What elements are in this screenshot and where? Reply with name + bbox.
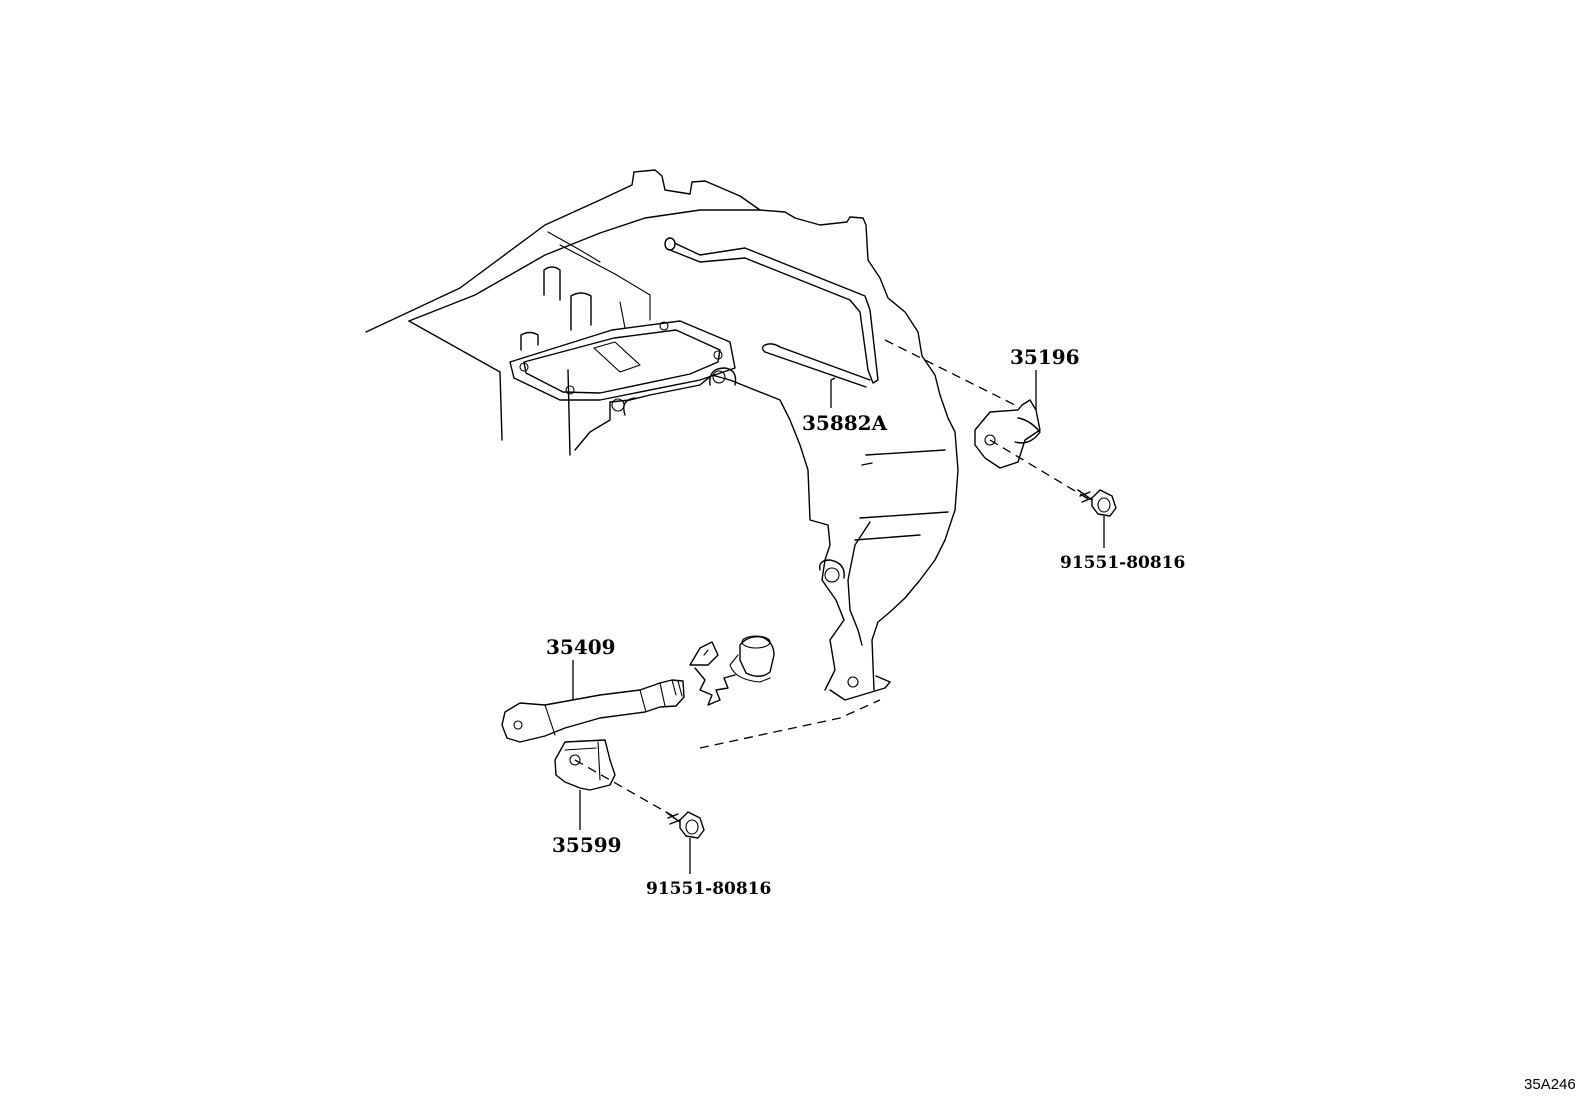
label-35196: 35196: [1010, 345, 1080, 369]
label-bolt-upper: 91551-80816: [1060, 553, 1185, 573]
leader-lines: [572, 370, 1105, 874]
bolt-lower: [665, 811, 705, 839]
release-fork: [501, 679, 685, 743]
label-35599: 35599: [552, 833, 622, 857]
hose-clip: [884, 339, 1091, 501]
release-bearing: [689, 635, 775, 706]
label-35409: 35409: [546, 635, 616, 659]
label-35882A: 35882A: [802, 411, 888, 435]
figure-id: 35A246: [1524, 1076, 1576, 1093]
bolt-upper: [1077, 489, 1117, 517]
label-bolt-lower: 91551-80816: [646, 879, 771, 899]
transmission-case: [365, 169, 959, 749]
fork-bracket: [554, 739, 681, 821]
breather-hose: [664, 237, 879, 388]
